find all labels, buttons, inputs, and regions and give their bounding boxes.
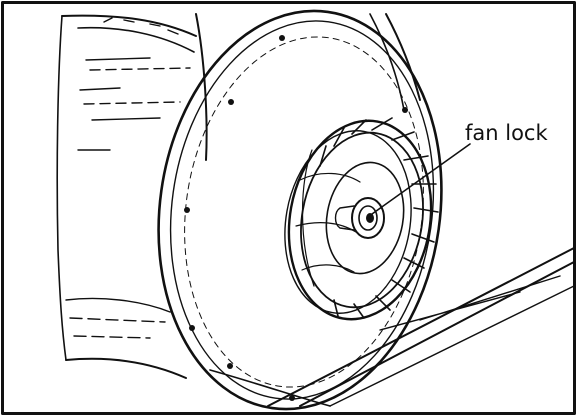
rim-bolt bbox=[227, 363, 233, 369]
rim-bolt bbox=[184, 207, 190, 213]
rim-bolt bbox=[289, 395, 295, 401]
rim-bolt bbox=[402, 107, 408, 113]
housing-sheet bbox=[195, 13, 421, 161]
rim-bolt bbox=[279, 35, 285, 41]
fan-blades bbox=[319, 117, 439, 319]
fan-lock-label: fan lock bbox=[465, 121, 548, 145]
rim-bolt bbox=[189, 325, 195, 331]
base-rails bbox=[209, 247, 575, 407]
hub bbox=[334, 197, 385, 239]
fan-lock-leader-line bbox=[371, 143, 471, 215]
rim-bolt bbox=[228, 99, 234, 105]
fan-wheel bbox=[284, 117, 439, 321]
housing-cylinder bbox=[56, 14, 197, 379]
